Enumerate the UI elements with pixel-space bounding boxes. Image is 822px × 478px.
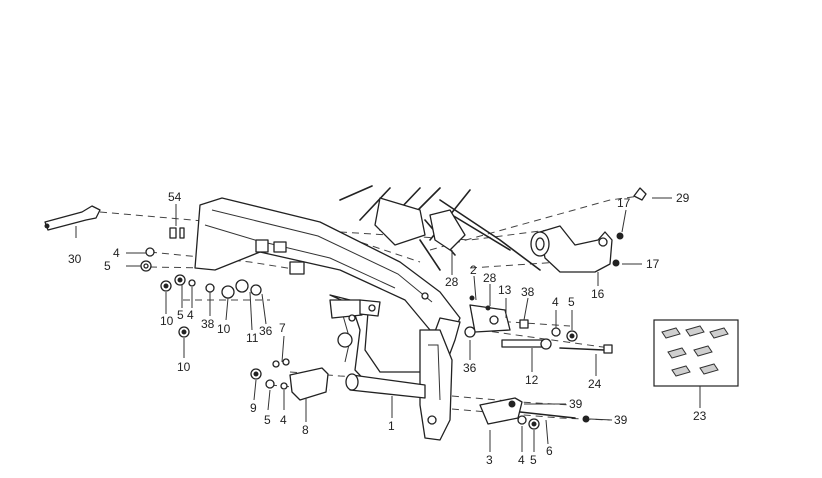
callout-24: 24 (588, 377, 602, 391)
callout-8: 8 (302, 423, 309, 437)
callout-10: 10 (177, 360, 191, 374)
callout-39: 39 (569, 397, 583, 411)
callout-5: 5 (104, 259, 111, 273)
callout-36: 36 (259, 324, 273, 338)
callout-13: 13 (498, 283, 512, 297)
fasteners-right (464, 295, 613, 354)
callout-4: 4 (280, 413, 287, 427)
callout-5: 5 (264, 413, 271, 427)
callout-12: 12 (525, 373, 539, 387)
callout-6: 6 (546, 444, 553, 458)
callout-30: 30 (68, 252, 82, 266)
main-frame (194, 185, 541, 441)
callout-5: 5 (568, 295, 575, 309)
callout-10: 10 (217, 322, 231, 336)
callout-1: 1 (388, 419, 395, 433)
callout-16: 16 (591, 287, 605, 301)
part-30-lever (44, 205, 101, 231)
callout-4: 4 (187, 308, 194, 322)
callout-7: 7 (279, 321, 286, 335)
callout-4: 4 (113, 246, 120, 260)
leader-lines (75, 197, 701, 452)
part-3-bracket (479, 397, 590, 430)
callout-labels: 30 5 4 54 10 5 4 38 10 11 36 10 7 9 5 4 … (68, 190, 707, 467)
fasteners-left (140, 227, 262, 338)
callout-9: 9 (250, 401, 257, 415)
callout-38: 38 (521, 285, 535, 299)
callout-28: 28 (445, 275, 459, 289)
callout-11: 11 (246, 331, 259, 345)
callout-36: 36 (463, 361, 477, 375)
callout-17: 17 (617, 196, 631, 210)
callout-5: 5 (530, 453, 537, 467)
callout-4: 4 (518, 453, 525, 467)
callout-2: 2 (470, 263, 477, 277)
callout-17: 17 (646, 257, 660, 271)
callout-28: 28 (483, 271, 497, 285)
callout-54: 54 (168, 190, 182, 204)
callout-23: 23 (693, 409, 707, 423)
callout-10: 10 (160, 314, 174, 328)
part-16-footrest-bracket (530, 187, 647, 273)
part-8-bracket (250, 358, 329, 401)
callout-39: 39 (614, 413, 628, 427)
callout-38: 38 (201, 317, 215, 331)
callout-5: 5 (177, 308, 184, 322)
callout-3: 3 (486, 453, 493, 467)
callout-29: 29 (676, 191, 690, 205)
part-23-kit-box (653, 319, 739, 387)
callout-4: 4 (552, 295, 559, 309)
